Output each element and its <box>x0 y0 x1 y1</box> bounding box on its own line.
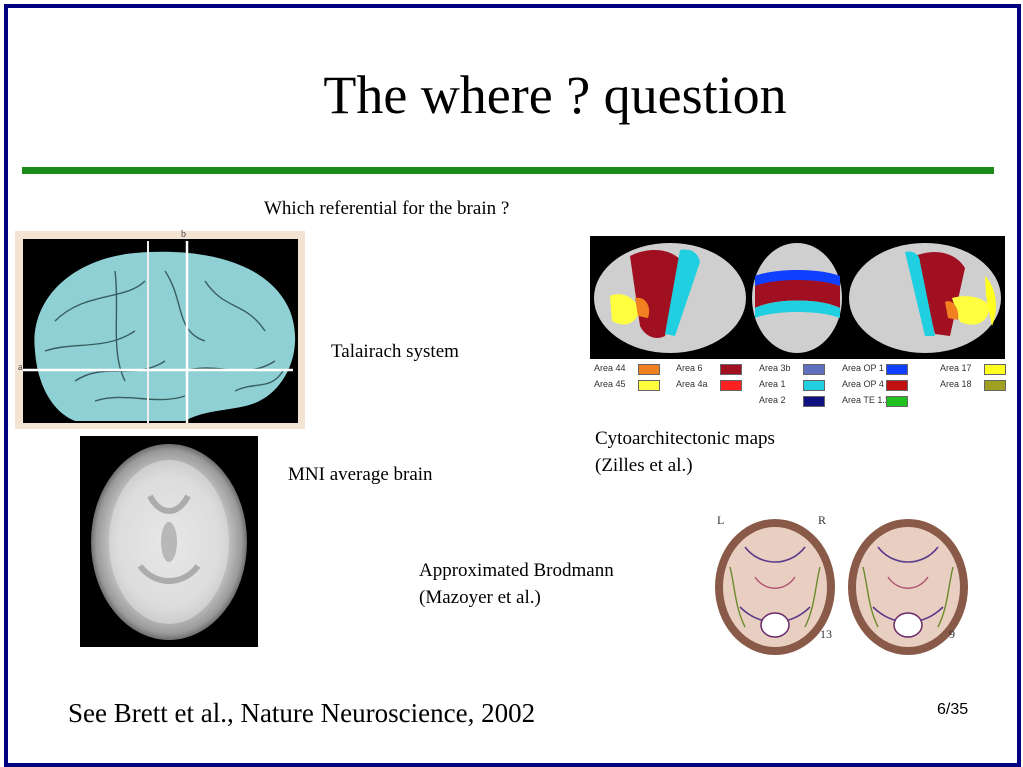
brodmann-right-letter: R <box>818 513 827 527</box>
legend-swatch <box>803 380 825 391</box>
brodmann-label-line1: Approximated Brodmann <box>419 560 614 581</box>
mni-label: MNI average brain <box>288 464 433 485</box>
legend-swatch <box>638 364 660 375</box>
legend-label: Area 18 <box>940 379 972 389</box>
cytoarchitectonic-figure: Area 44 Area 45 Area 6 Area 4a Area 3b Area 1… <box>590 236 1006 415</box>
legend-label: Area 44 <box>594 363 626 373</box>
mni-brain-figure <box>80 436 258 647</box>
brodmann-left-letter: L <box>717 513 725 527</box>
talairach-brain-image <box>23 239 298 423</box>
talairach-figure: a b <box>15 229 305 429</box>
legend-swatch <box>803 396 825 407</box>
legend-label: Area 2 <box>759 395 786 405</box>
brodmann-brains-image <box>715 519 968 655</box>
cytoarchitectonic-legend: Area 44 Area 45 Area 6 Area 4a Area 3b Area 1… <box>590 363 1006 415</box>
brodmann-figure: L R 13 9 <box>705 507 985 657</box>
citation-footer: See Brett et al., Nature Neuroscience, 2… <box>68 698 536 728</box>
legend-label: Area 6 <box>676 363 703 373</box>
legend-label: Area 4a <box>676 379 708 389</box>
brodmann-slice-number-left: 13 <box>820 627 832 641</box>
brodmann-label-line2: (Mazoyer et al.) <box>419 587 541 608</box>
axis-label-a: a <box>18 362 23 373</box>
legend-swatch <box>720 364 742 375</box>
legend-label: Area 1 <box>759 379 786 389</box>
legend-label: Area 45 <box>594 379 626 389</box>
axis-label-b: b <box>181 229 186 240</box>
legend-swatch <box>803 364 825 375</box>
slide-title: The where ? question <box>323 65 787 125</box>
cyto-label-line1: Cytoarchitectonic maps <box>595 428 775 449</box>
title-rule <box>22 167 994 174</box>
legend-swatch <box>984 364 1006 375</box>
legend-swatch <box>984 380 1006 391</box>
legend-label: Area 17 <box>940 363 972 373</box>
legend-label: Area TE 1.2 <box>842 395 890 405</box>
legend-label: Area OP 1 <box>842 363 884 373</box>
brodmann-slice-number-right: 9 <box>949 627 955 641</box>
legend-swatch <box>886 380 908 391</box>
legend-swatch <box>886 396 908 407</box>
page-number: 6/35 <box>937 701 969 718</box>
legend-label: Area 3b <box>759 363 791 373</box>
legend-swatch <box>720 380 742 391</box>
cyto-label-line2: (Zilles et al.) <box>595 455 693 476</box>
talairach-label: Talairach system <box>331 341 459 362</box>
legend-swatch <box>638 380 660 391</box>
subtitle: Which referential for the brain ? <box>264 198 510 219</box>
mni-brain-image <box>91 444 247 640</box>
legend-swatch <box>886 364 908 375</box>
cytoarchitectonic-brains-image <box>590 236 1005 359</box>
legend-label: Area OP 4 <box>842 379 884 389</box>
